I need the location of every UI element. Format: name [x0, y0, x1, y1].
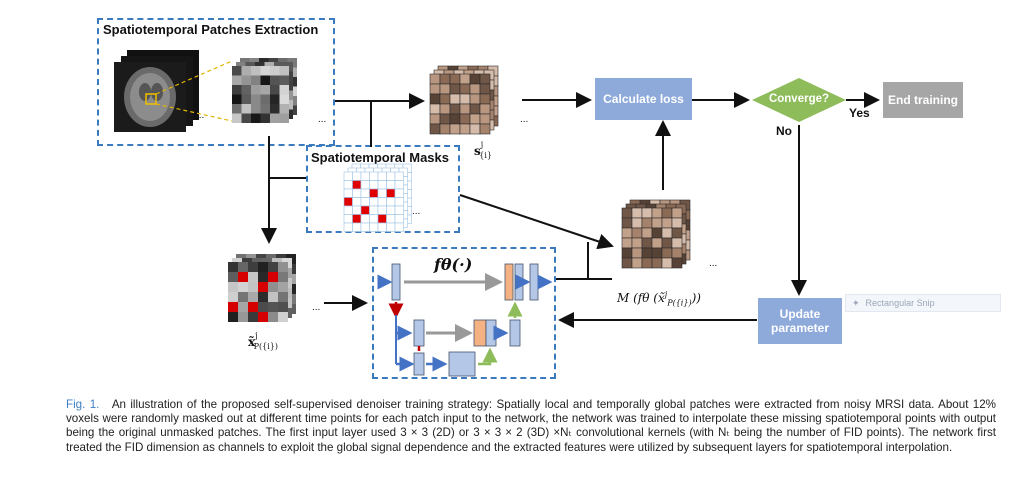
svg-text:...: ... — [312, 302, 320, 313]
svg-text:...: ... — [709, 258, 717, 269]
yes-edge-label: Yes — [849, 106, 870, 120]
network-architecture — [377, 263, 553, 377]
figure-caption: Fig. 1. An illustration of the proposed … — [66, 398, 996, 455]
svg-text:...: ... — [412, 206, 420, 217]
network-box — [372, 247, 556, 379]
s-patch-label: sj{i} — [474, 140, 492, 161]
snip-icon: ✦ — [852, 297, 860, 308]
masked-input-patch-stack — [228, 254, 296, 322]
calculate-loss-node: Calculate loss — [595, 78, 692, 120]
patches-extraction-box — [97, 18, 335, 146]
svg-text:...: ... — [520, 114, 528, 125]
figure-number: Fig. 1. — [66, 398, 100, 411]
update-parameter-node: Update parameter — [758, 298, 842, 344]
spatiotemporal-masks-box — [306, 145, 460, 233]
mask-grid-stack — [343, 163, 412, 232]
caption-text: An illustration of the proposed self-sup… — [66, 398, 996, 454]
end-training-node: End training — [883, 82, 963, 118]
network-function-label: fθ(·) — [434, 255, 473, 274]
rectangular-snip-tooltip: ✦Rectangular Snip — [845, 294, 1001, 312]
x-masked-label: x̃jP({i}) — [248, 331, 279, 352]
gray-patch-stack — [232, 58, 297, 123]
brown-patch-s-stack — [429, 65, 499, 135]
m-output-label: M (fθ (x̃jP({i}))) — [617, 290, 701, 308]
patches-extraction-title: Spatiotemporal Patches Extraction — [103, 22, 319, 37]
converge-label: Converge? — [768, 93, 830, 106]
no-edge-label: No — [776, 124, 792, 138]
svg-text:...: ... — [196, 110, 204, 121]
spatiotemporal-masks-title: Spatiotemporal Masks — [311, 150, 449, 165]
converge-diamond — [752, 78, 846, 122]
brown-patch-output-stack — [621, 199, 691, 269]
mrsi-brain-stack: ... — [114, 50, 204, 132]
svg-text:...: ... — [318, 114, 326, 125]
